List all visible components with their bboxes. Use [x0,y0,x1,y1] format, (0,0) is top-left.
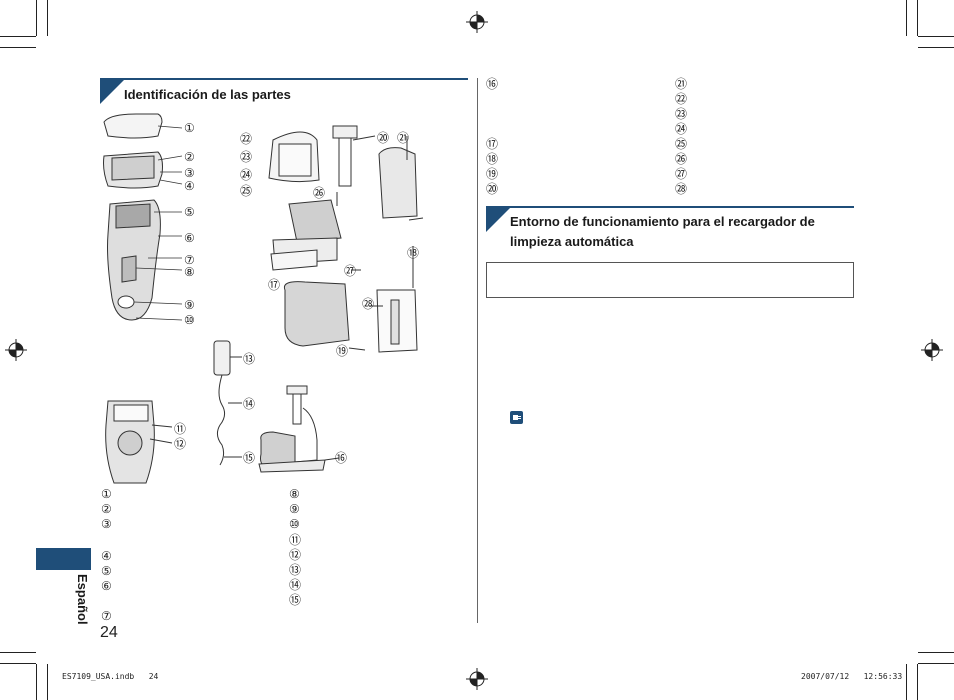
list-item: ㉓ [675,107,688,121]
list-item: ⑲ [486,167,499,181]
registration-mark-icon [466,668,488,690]
list-item: ㉑ [675,77,688,91]
list-item: ⑮ [289,593,302,607]
callout-7: ⑦ [184,253,195,267]
shaver-back-illustration [105,400,173,484]
list-item: ㉘ [675,182,688,196]
callout-18: ⑱ [407,246,420,260]
callout-19: ⑲ [336,344,349,358]
cleaning-charger-small-illustration [258,385,340,473]
list-item: ⑪ [289,533,302,547]
language-tab [36,548,91,570]
list-item: ㉖ [675,152,688,166]
callout-1: ① [184,121,195,135]
callout-15: ⑮ [243,451,256,465]
registration-mark-icon [921,339,943,361]
section-triangle [486,206,512,232]
list-item: ⑥ [101,579,112,593]
section-title: Identificación de las partes [124,87,291,102]
list-item: ⑱ [486,152,499,166]
list-item: ㉗ [675,167,688,181]
list-item: ⑰ [486,137,499,151]
section-title-line-2: limpieza automática [510,234,634,249]
registration-mark-icon [466,11,488,33]
callout-3: ③ [184,166,195,180]
list-item: ㉔ [675,122,688,136]
callout-26: ㉖ [313,186,326,200]
list-item: ㉒ [675,92,688,106]
list-item: ⑩ [289,517,300,531]
callout-25: ㉕ [240,184,253,198]
callout-23: ㉓ [240,150,253,164]
list-item: ⑧ [289,487,300,501]
callout-20: ⑳ [377,131,390,145]
list-item: ⑭ [289,578,302,592]
callout-12: ⑫ [174,437,187,451]
callout-11: ⑪ [174,422,187,436]
ac-adaptor-illustration [213,340,242,466]
callout-21: ㉑ [397,131,410,145]
list-item: ③ [101,517,112,531]
callout-2: ② [184,150,195,164]
column-divider [477,78,478,623]
callout-14: ⑭ [243,397,256,411]
list-item: ⑦ [101,609,112,623]
list-item: ④ [101,549,112,563]
list-item: ① [101,487,112,501]
page-number: 24 [100,624,118,641]
callout-6: ⑥ [184,231,195,245]
callout-5: ⑤ [184,205,195,219]
list-item: ⑫ [289,548,302,562]
callout-13: ⑬ [243,352,256,366]
footer-date: 2007/07/12 12:56:33 [801,672,903,681]
list-item: ⑳ [486,182,499,196]
callout-9: ⑨ [184,298,195,312]
list-item: ⑨ [289,502,300,516]
section-rule [100,78,468,80]
language-label: Español [75,574,90,625]
callout-10: ⑩ [184,313,195,327]
registration-mark-icon [5,339,27,361]
cleaning-charger-illustration [268,125,424,353]
callout-4: ④ [184,179,195,193]
section-title-line-1: Entorno de funcionamiento para el recarg… [510,214,815,229]
section-rule [486,206,854,208]
callout-28: ㉘ [362,297,375,311]
footer-file: ES7109_USA.indb 24 [62,672,159,681]
callout-24: ㉔ [240,168,253,182]
list-item: ⑯ [486,77,499,91]
callout-8: ⑧ [184,265,195,279]
callout-17: ⑰ [268,278,281,292]
callout-22: ㉒ [240,132,253,146]
shaver-parts-illustration [103,113,183,321]
list-item: ⑤ [101,564,112,578]
list-item: ⑬ [289,563,302,577]
list-item: ② [101,502,112,516]
section-triangle [100,78,126,104]
plug-icon [510,411,523,424]
list-item: ㉕ [675,137,688,151]
notice-box [486,262,854,298]
callout-27: ㉗ [344,264,357,278]
callout-16: ⑯ [335,451,348,465]
